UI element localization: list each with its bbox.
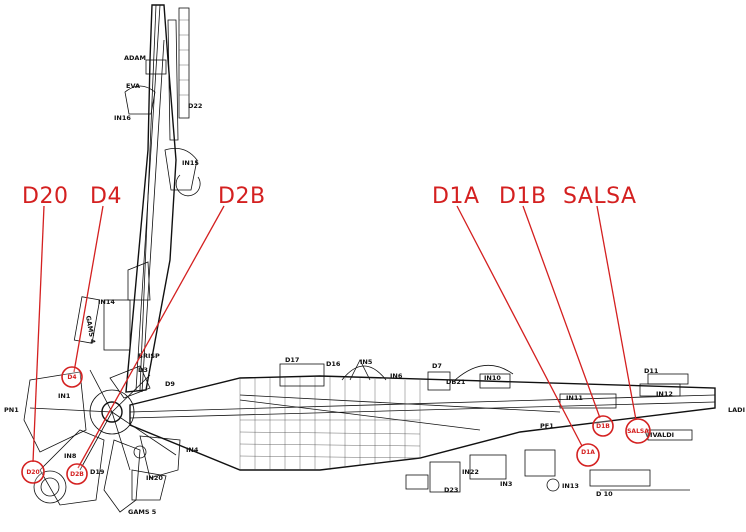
marker-label-d4: D4 (67, 374, 76, 381)
label-brisp: BRISP (138, 352, 160, 360)
label-in12: IN12 (656, 390, 673, 398)
label-gams-5: GAMS 5 (128, 508, 157, 516)
label-in14: IN14 (98, 298, 115, 306)
label-d3: D3 (138, 366, 148, 374)
callout-line-d20 (32, 205, 45, 463)
callout-lines (32, 205, 637, 469)
callout-line-d1b (522, 205, 601, 419)
label-adam: ADAM (124, 54, 146, 62)
marker-label-d2b: D2B (70, 471, 84, 478)
label-in4: IN4 (186, 446, 199, 454)
marker-d1a[interactable]: D1A (576, 443, 600, 467)
callout-line-salsa (596, 205, 637, 421)
marker-d1b[interactable]: D1B (592, 415, 614, 437)
label-in22: IN22 (462, 468, 479, 476)
label-in1: IN1 (58, 392, 71, 400)
label-in10: IN10 (484, 374, 501, 382)
label-ladi: LADI (728, 406, 745, 414)
label-in16: IN16 (114, 114, 131, 122)
label-in3: IN3 (500, 480, 512, 488)
label-in13: IN13 (562, 482, 579, 490)
east-guide-hall (129, 359, 716, 493)
marker-d2b[interactable]: D2B (66, 463, 88, 485)
label-db21: DB21 (446, 378, 466, 386)
marker-label-salsa: SALSA (627, 428, 649, 435)
label-in8: IN8 (64, 452, 77, 460)
marker-salsa[interactable]: SALSA (625, 418, 651, 444)
label-in15: IN15 (182, 159, 199, 167)
north-guide-hall (73, 4, 201, 393)
marker-label-d20: D20 (26, 469, 39, 476)
callout-markers: D20 D4 D2B D1A D1B SALSA (21, 366, 651, 485)
callout-label-salsa: SALSA (563, 184, 637, 209)
label-d17: D17 (285, 356, 299, 364)
reactor-area (23, 365, 181, 513)
callout-label-d1b: D1B (499, 184, 547, 209)
label-d16: D16 (326, 360, 341, 368)
marker-d4[interactable]: D4 (61, 366, 83, 388)
label-d22: D22 (188, 102, 202, 110)
callout-line-d1a (456, 205, 583, 447)
label-pn1: PN1 (4, 406, 19, 414)
callout-labels: D20 D4 D2B D1A D1B SALSA (22, 184, 637, 209)
label-in20: IN20 (146, 474, 163, 482)
label-d19: D19 (90, 468, 105, 476)
callout-label-d1a: D1A (432, 184, 480, 209)
label-vivaldi: VIVALDI (645, 431, 674, 439)
label-in6: IN6 (390, 372, 403, 380)
marker-label-d1b: D1B (596, 423, 610, 430)
label-pf1: PF1 (540, 422, 554, 430)
label-d9: D9 (165, 380, 175, 388)
marker-label-d1a: D1A (581, 449, 595, 456)
label-in11: IN11 (566, 394, 583, 402)
callout-line-d2b (77, 205, 225, 469)
callout-label-d4: D4 (90, 184, 122, 209)
label-d11: D11 (644, 367, 659, 375)
label-d23: D23 (444, 486, 458, 494)
callout-label-d2b: D2B (218, 184, 266, 209)
marker-d20[interactable]: D20 (21, 460, 45, 484)
label-eva: EVA (126, 82, 140, 90)
label-d7: D7 (432, 362, 442, 370)
plan-labels: ADAM EVA IN16 D22 IN15 IN14 GAMS 4 BRISP… (4, 54, 745, 516)
label-in5: IN5 (360, 358, 373, 366)
callout-label-d20: D20 (22, 184, 68, 209)
label-d-10: D 10 (596, 490, 613, 498)
callout-line-d4 (73, 205, 104, 373)
label-gams-4: GAMS 4 (84, 315, 97, 345)
